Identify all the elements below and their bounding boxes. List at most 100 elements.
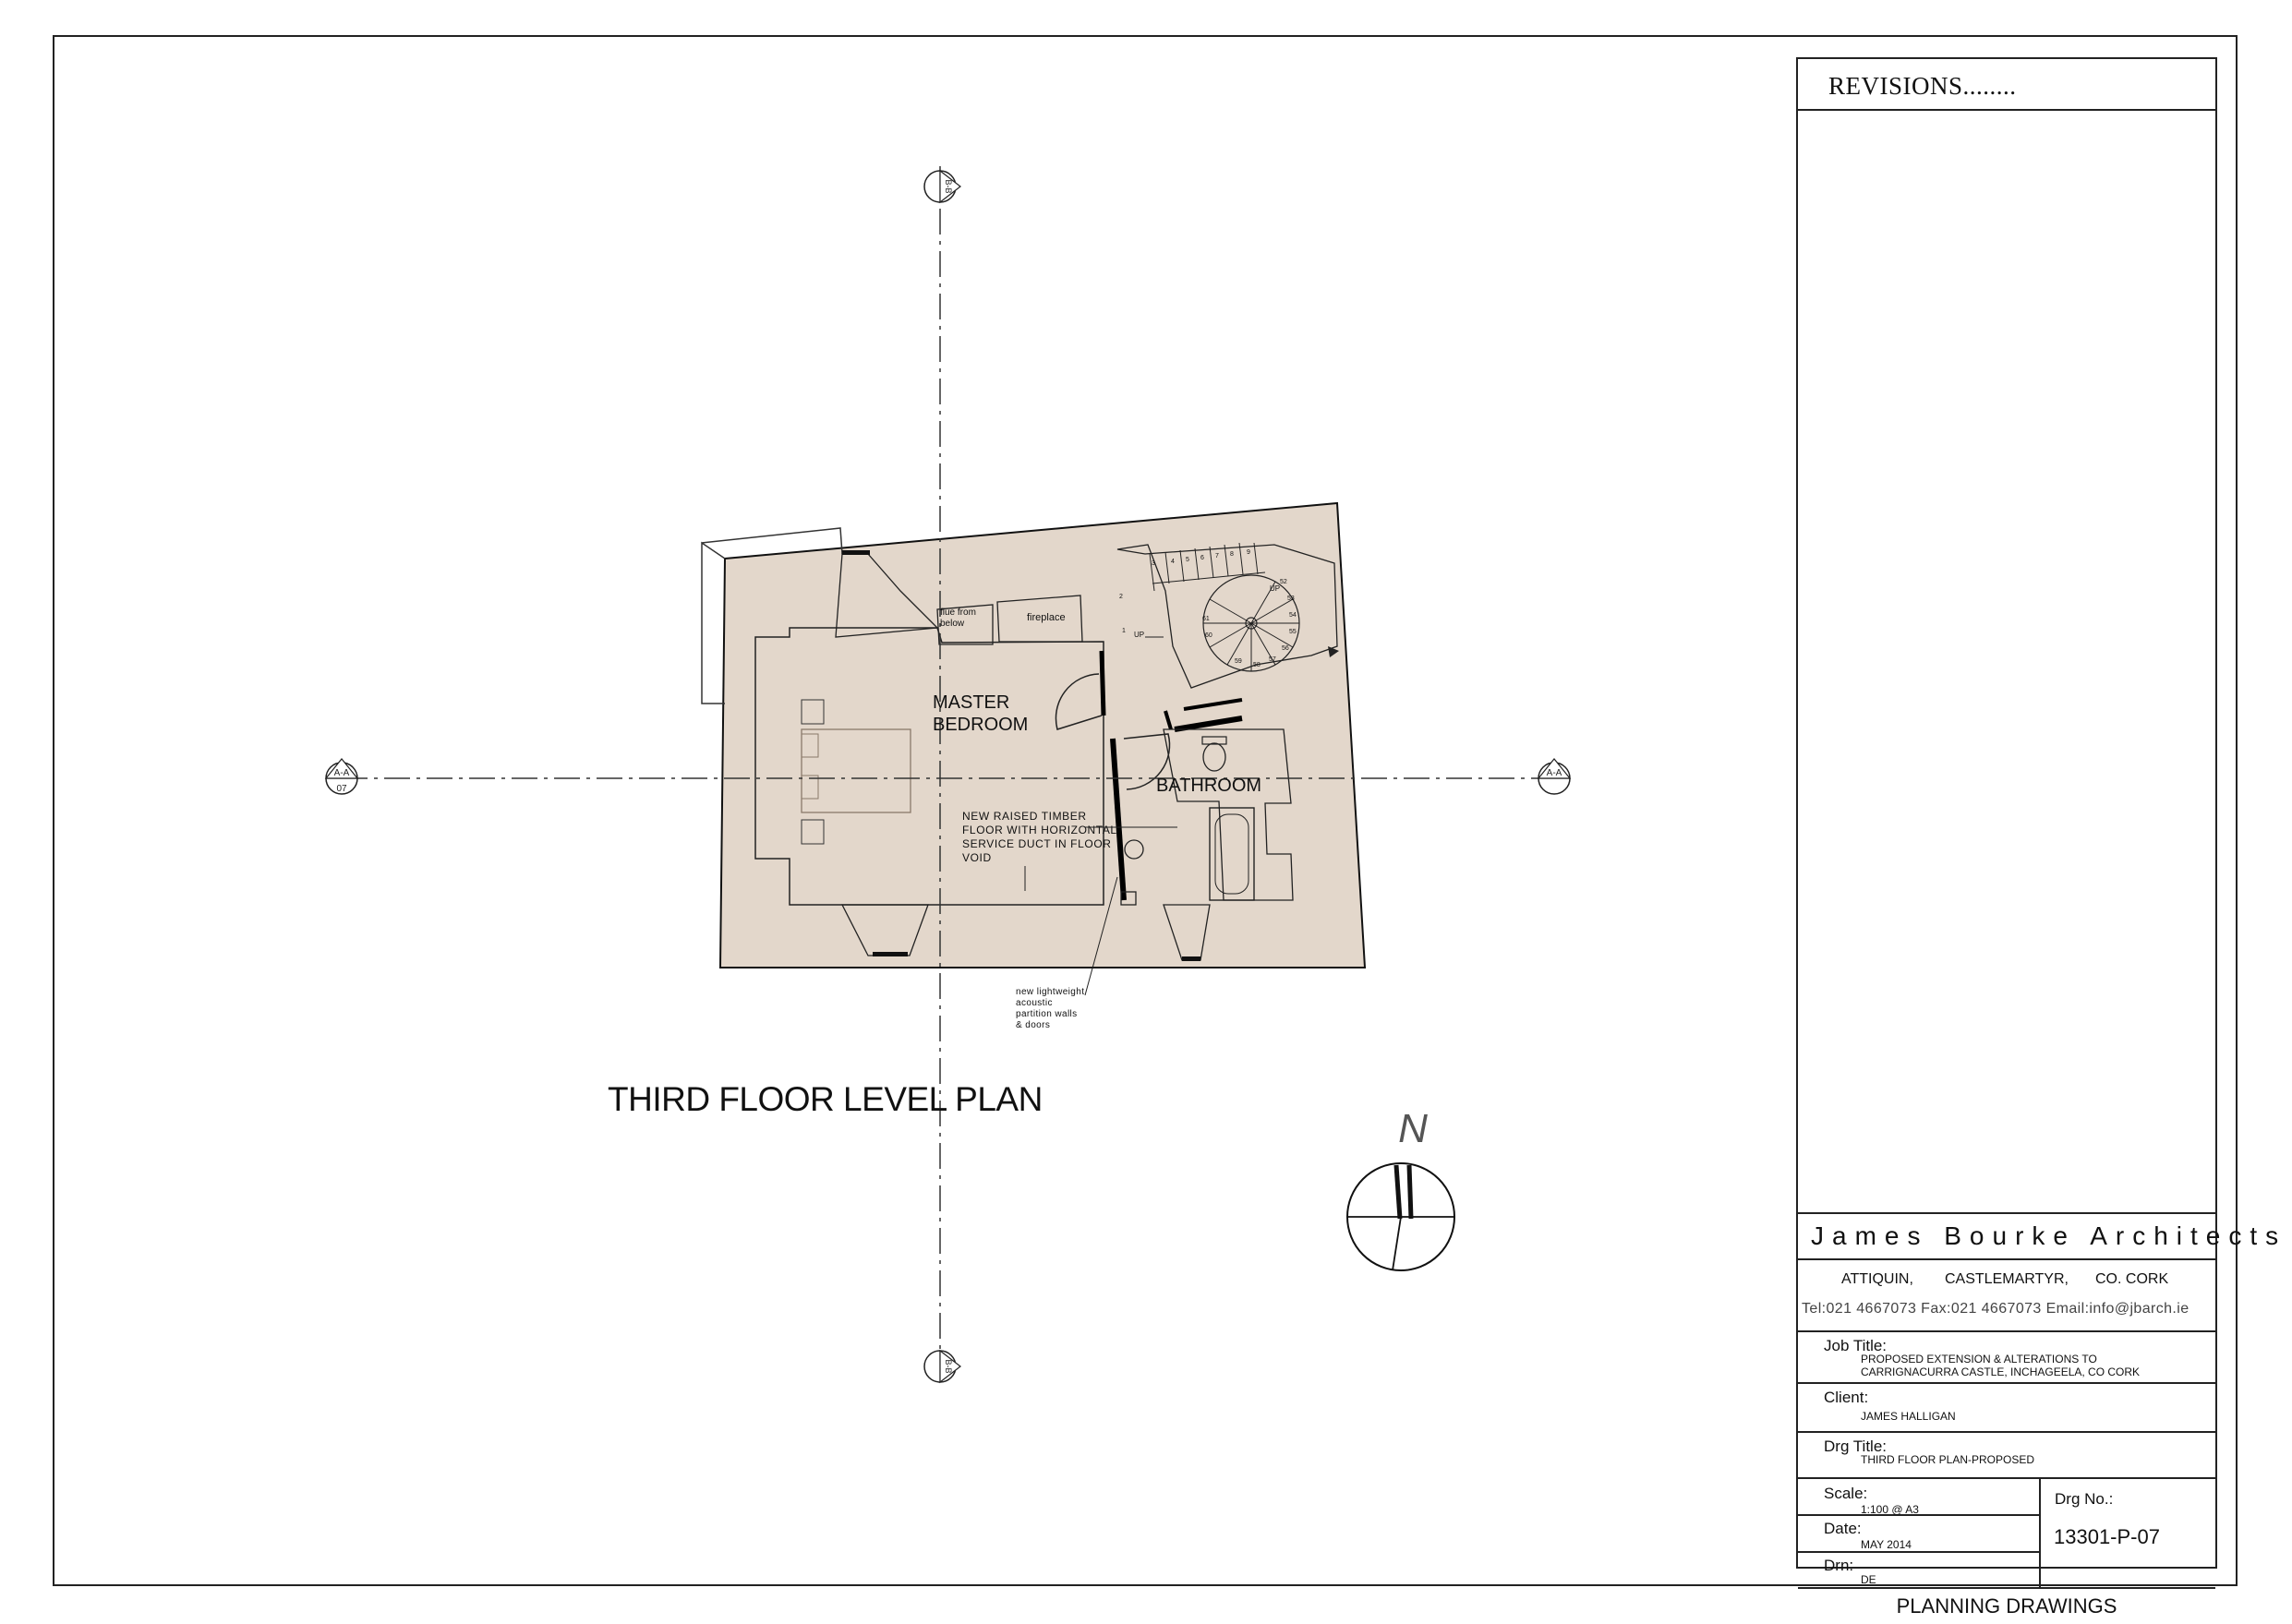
- bedroom-door-swing: [1055, 673, 1103, 730]
- stair-number-labels: 1 2 3 4 5 6 7 8 9 52 53 54 55 56 57 58 5…: [1119, 549, 1297, 668]
- date-value: MAY 2014: [1861, 1538, 1912, 1551]
- label-flue-1: flue from: [940, 607, 976, 618]
- bedroom-outline: [754, 627, 1104, 906]
- partition-wall-4: [1164, 710, 1173, 730]
- label-flue-2: below: [940, 619, 965, 629]
- date-label: Date:: [1824, 1520, 1862, 1537]
- address-2: CASTLEMARTYR,: [1945, 1271, 2069, 1287]
- drg-no-label: Drg No.:: [2055, 1490, 2114, 1508]
- straight-stair-treads: [1145, 542, 1266, 638]
- bath-inner: [1214, 813, 1249, 895]
- window-top: [842, 550, 870, 555]
- external-outline-2: [701, 527, 843, 555]
- client-value: JAMES HALLIGAN: [1861, 1410, 1956, 1423]
- room-label-bedroom: BEDROOM: [933, 715, 1028, 735]
- wash-basin: [1124, 839, 1144, 860]
- stair-number: 3: [1152, 560, 1155, 567]
- note-line: partition walls: [1016, 1009, 1078, 1019]
- partition-wall-1: [1099, 650, 1106, 716]
- bathroom-door-swing: [1123, 733, 1171, 790]
- note-line: VOID: [962, 851, 992, 864]
- stair-number: 60: [1205, 632, 1212, 639]
- bed: [801, 728, 911, 813]
- title-block: REVISIONS........ James Bourke Architect…: [1796, 57, 2278, 1618]
- partition-wall-5: [1183, 698, 1243, 711]
- job-title-2: CARRIGNACURRA CASTLE, INCHAGEELA, CO COR…: [1861, 1365, 2141, 1378]
- stair-landing-arrow: [1328, 646, 1339, 657]
- scale-value: 1:100 @ A3: [1861, 1503, 1919, 1516]
- pillow-2: [801, 775, 819, 800]
- section-marker-top: [923, 169, 961, 204]
- note-line: new lightweight: [1016, 987, 1084, 997]
- scale-date-section: Scale: 1:100 @ A3 Date: MAY 2014 Drn: DE…: [1798, 1479, 2215, 1589]
- stair-number: 8: [1230, 551, 1234, 558]
- stair-number: 59: [1235, 658, 1242, 665]
- job-title-label: Job Title:: [1824, 1337, 1888, 1354]
- bathroom-outline: [1163, 728, 1294, 901]
- note-leader-partition: [1084, 876, 1118, 996]
- label-fireplace: fireplace: [1027, 612, 1066, 623]
- job-title-1: PROPOSED EXTENSION & ALTERATIONS TO: [1861, 1353, 2097, 1365]
- section-marker-right-top: A-A: [1547, 768, 1562, 778]
- revisions-header: REVISIONS........: [1798, 59, 2215, 111]
- section-marker-left: [324, 758, 359, 795]
- stair-number: 55: [1289, 629, 1297, 635]
- note-partition: new lightweight acoustic partition walls…: [1016, 987, 1084, 1030]
- room-label-master: MASTER: [933, 692, 1009, 713]
- section-marker-left-top: A-A: [334, 768, 350, 778]
- client-label: Client:: [1824, 1389, 1869, 1406]
- stair-number: 7: [1215, 553, 1219, 559]
- note-line: & doors: [1016, 1020, 1050, 1030]
- window-bottom-right: [1182, 956, 1200, 961]
- bath: [1209, 807, 1255, 901]
- address-section: ATTIQUIN, CASTLEMARTYR, CO. CORK Tel:021…: [1798, 1260, 2215, 1332]
- stair-number: 52: [1280, 579, 1287, 585]
- scale-date-left: Scale: 1:100 @ A3 Date: MAY 2014 Drn: DE: [1798, 1479, 2041, 1587]
- stair-number: 4: [1171, 559, 1175, 565]
- sheet-border: [53, 35, 2238, 1586]
- date-row: Date: MAY 2014: [1798, 1516, 2039, 1553]
- castle-floor-outline: [718, 501, 1367, 968]
- stair-number: 2: [1119, 594, 1123, 600]
- drn-row: Drn: DE: [1798, 1553, 2039, 1587]
- label-up-1: UP: [1134, 631, 1144, 639]
- drg-title-section: Drg Title: THIRD FLOOR PLAN-PROPOSED: [1798, 1433, 2215, 1479]
- contact-info: Tel:021 4667073 Fax:021 4667073 Email:in…: [1802, 1301, 2189, 1317]
- stair-number: 5: [1186, 557, 1189, 563]
- partition-wall-2: [1110, 738, 1127, 901]
- stair-well: [1116, 544, 1338, 689]
- address-3: CO. CORK: [2095, 1271, 2169, 1287]
- shower-tray: [1120, 891, 1137, 906]
- job-title-section: Job Title: PROPOSED EXTENSION & ALTERATI…: [1798, 1332, 2215, 1384]
- scale-label: Scale:: [1824, 1485, 1868, 1502]
- bedside-2: [801, 819, 825, 845]
- label-up-2: UP: [1270, 584, 1280, 593]
- drg-title-value: THIRD FLOOR PLAN-PROPOSED: [1861, 1453, 2035, 1466]
- drn-value: DE: [1861, 1573, 1876, 1586]
- room-label-bathroom: BATHROOM: [1156, 776, 1261, 796]
- drg-title-label: Drg Title:: [1824, 1438, 1888, 1455]
- note-line: acoustic: [1016, 998, 1053, 1008]
- partition-wall-3: [1174, 716, 1243, 732]
- note-line: NEW RAISED TIMBER: [962, 810, 1087, 823]
- stair-number: 61: [1202, 616, 1210, 622]
- scale-row: Scale: 1:100 @ A3: [1798, 1479, 2039, 1516]
- floor-plan-drawing: A-A 07 A-A B-B B-B MASTER BEDROOM BATHRO…: [324, 166, 1572, 1384]
- window-recess-bottom-left: [840, 904, 929, 956]
- stair-number: 57: [1269, 656, 1276, 663]
- pillow-1: [801, 733, 819, 758]
- note-line: SERVICE DUCT IN FLOOR: [962, 837, 1112, 850]
- spiral-stair-treads: [1203, 581, 1299, 671]
- stair-number: 6: [1200, 555, 1204, 561]
- stair-number: 1: [1122, 628, 1126, 634]
- drawing-title: THIRD FLOOR LEVEL PLAN: [608, 1080, 1043, 1118]
- bedside-1: [801, 699, 825, 725]
- revisions-label: REVISIONS........: [1828, 72, 2017, 100]
- section-marker-left-bottom: 07: [336, 784, 347, 794]
- client-section: Client: JAMES HALLIGAN: [1798, 1384, 2215, 1433]
- north-arrow-icon: [1346, 1162, 1455, 1271]
- note-raised-floor: NEW RAISED TIMBER FLOOR WITH HORIZONTAL …: [962, 810, 1116, 864]
- north-label: N: [1398, 1106, 1428, 1151]
- drg-no-value: 13301-P-07: [2054, 1525, 2160, 1548]
- section-marker-right: [1537, 758, 1572, 795]
